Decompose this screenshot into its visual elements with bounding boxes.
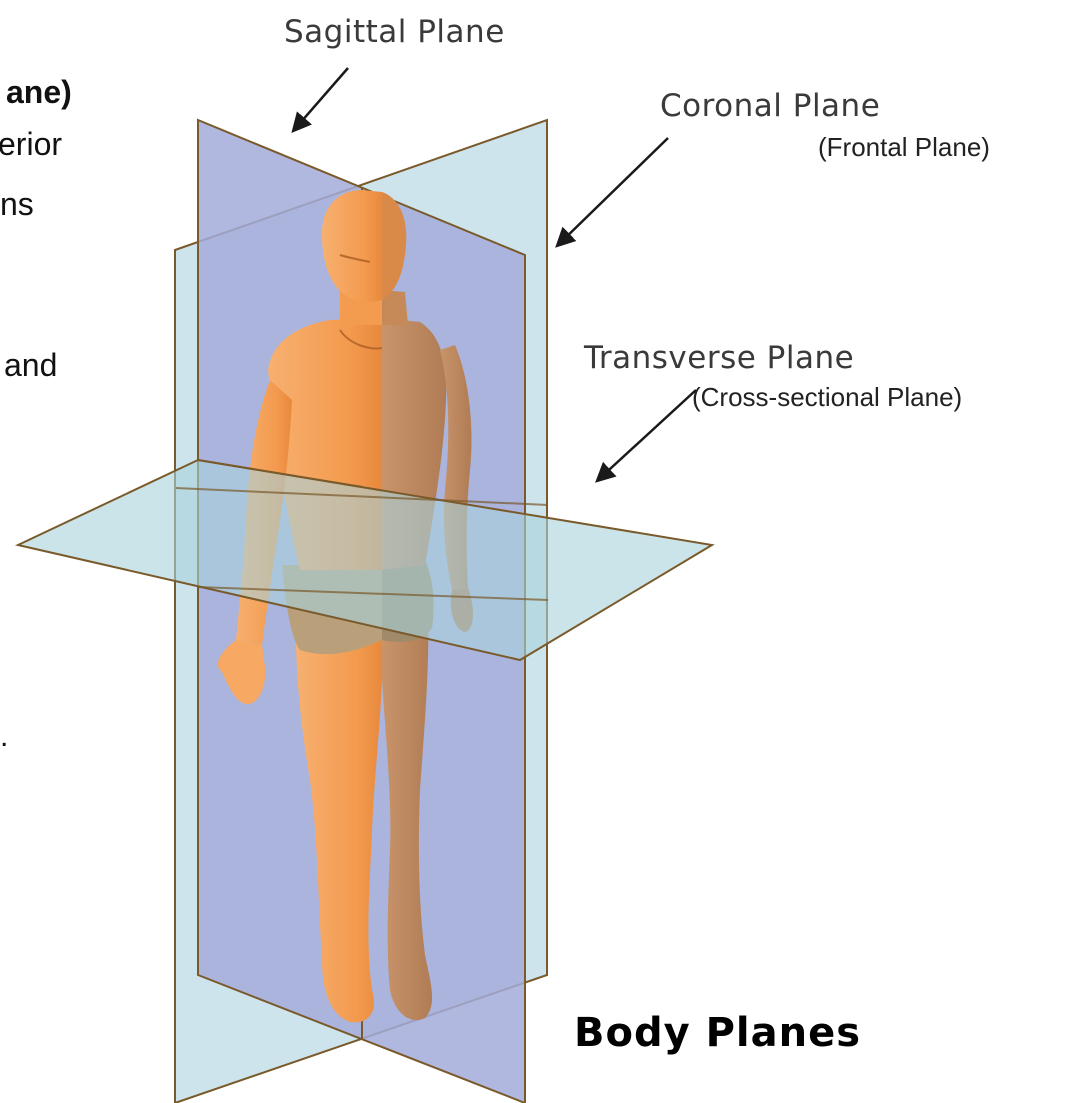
diagram-title: Body Planes — [574, 1010, 861, 1056]
cross-sectional-plane-label: (Cross-sectional Plane) — [692, 382, 962, 413]
transverse-plane-label: Transverse Plane — [584, 340, 854, 376]
coronal-plane-label: Coronal Plane — [660, 88, 880, 124]
transverse-arrow — [598, 390, 696, 480]
sagittal-plane-label: Sagittal Plane — [284, 14, 505, 50]
coronal-arrow — [558, 138, 668, 245]
frontal-plane-label: (Frontal Plane) — [818, 132, 990, 163]
sagittal-arrow — [294, 68, 348, 130]
